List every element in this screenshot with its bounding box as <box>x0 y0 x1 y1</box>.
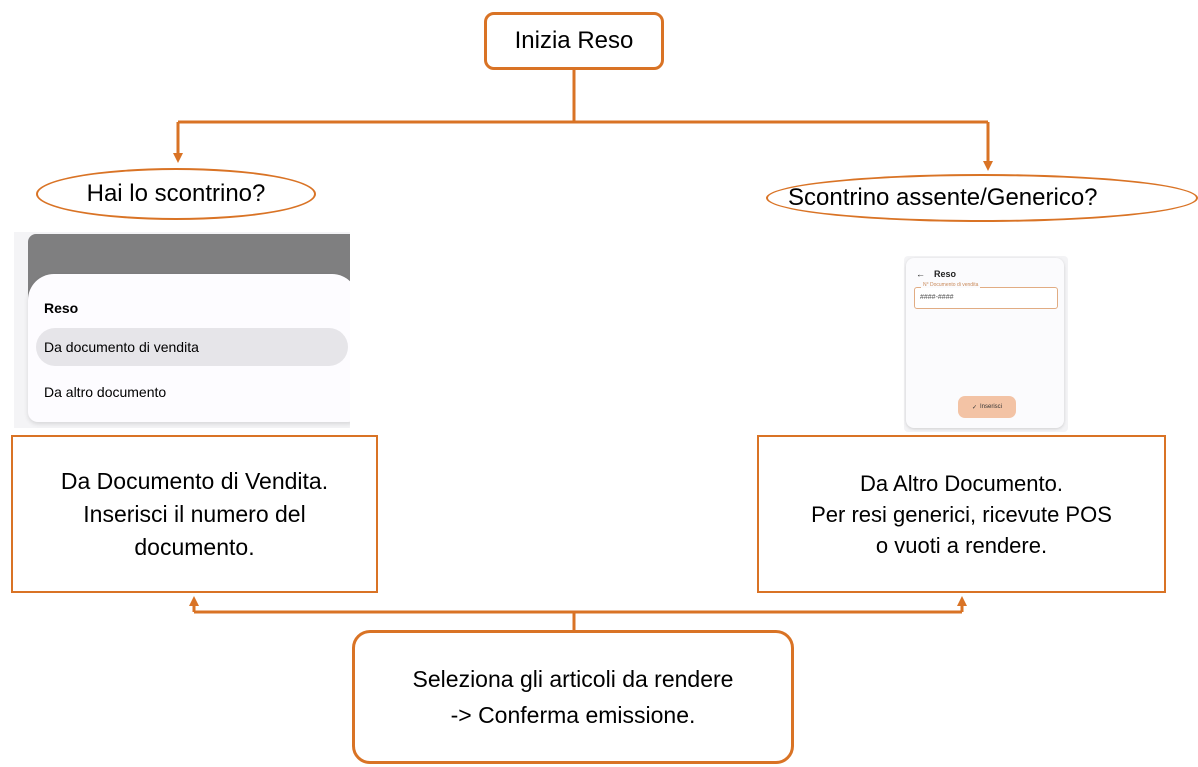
other-document-line-3: o vuoti a rendere. <box>875 532 1048 558</box>
option-sales-document: Da documento di vendita <box>36 328 348 366</box>
sales-document-line-1: Da Documento di Vendita. <box>60 467 329 494</box>
start-node: Inizia Reso <box>484 12 664 70</box>
start-label: Inizia Reso <box>514 27 634 54</box>
sales-document-box: Da Documento di Vendita. Inserisci il nu… <box>11 435 378 593</box>
document-number-value: ####-#### <box>920 294 954 301</box>
check-icon: ✓ <box>971 404 977 411</box>
confirm-node: Seleziona gli articoli da rendere -> Con… <box>352 630 794 764</box>
screen-card: ← Reso N° Documento di vendita ####-####… <box>906 258 1064 428</box>
option-sales-document-label: Da documento di vendita <box>44 339 199 355</box>
other-document-line-1: Da Altro Documento. <box>860 470 1063 496</box>
screen-title: Reso <box>934 269 957 279</box>
other-document-line-2: Per resi generici, ricevute POS <box>811 501 1112 527</box>
confirm-line-1: Seleziona gli articoli da rendere <box>412 666 734 692</box>
sales-document-line-2: Inserisci il numero del <box>83 500 306 527</box>
connector-end-to-branches <box>194 610 962 630</box>
sheet-title: Reso <box>44 300 79 316</box>
sales-document-line-3: documento. <box>134 533 255 560</box>
no-receipt-question-label: Scontrino assente/Generico? <box>788 184 1098 211</box>
document-number-label: N° Documento di vendita <box>921 282 981 288</box>
insert-button: ✓ Inserisci <box>958 396 1016 418</box>
insert-button-label: Inserisci <box>980 404 1003 410</box>
receipt-question-node: Hai lo scontrino? <box>36 168 316 220</box>
arrow-left-icon: ← <box>916 269 925 279</box>
other-document-screenshot: ← Reso N° Documento di vendita ####-####… <box>904 256 1068 432</box>
receipt-question-label: Hai lo scontrino? <box>86 180 266 207</box>
other-document-box: Da Altro Documento. Per resi generici, r… <box>757 435 1166 593</box>
no-receipt-question-node: Scontrino assente/Generico? <box>766 174 1198 222</box>
connector-start-to-branches <box>178 70 988 124</box>
confirm-line-2: -> Conferma emissione. <box>450 702 696 728</box>
return-menu-screenshot: Reso Da documento di vendita Da altro do… <box>14 232 350 428</box>
document-number-field: N° Documento di vendita ####-#### <box>914 282 1058 309</box>
option-other-document: Da altro documento <box>44 384 167 400</box>
